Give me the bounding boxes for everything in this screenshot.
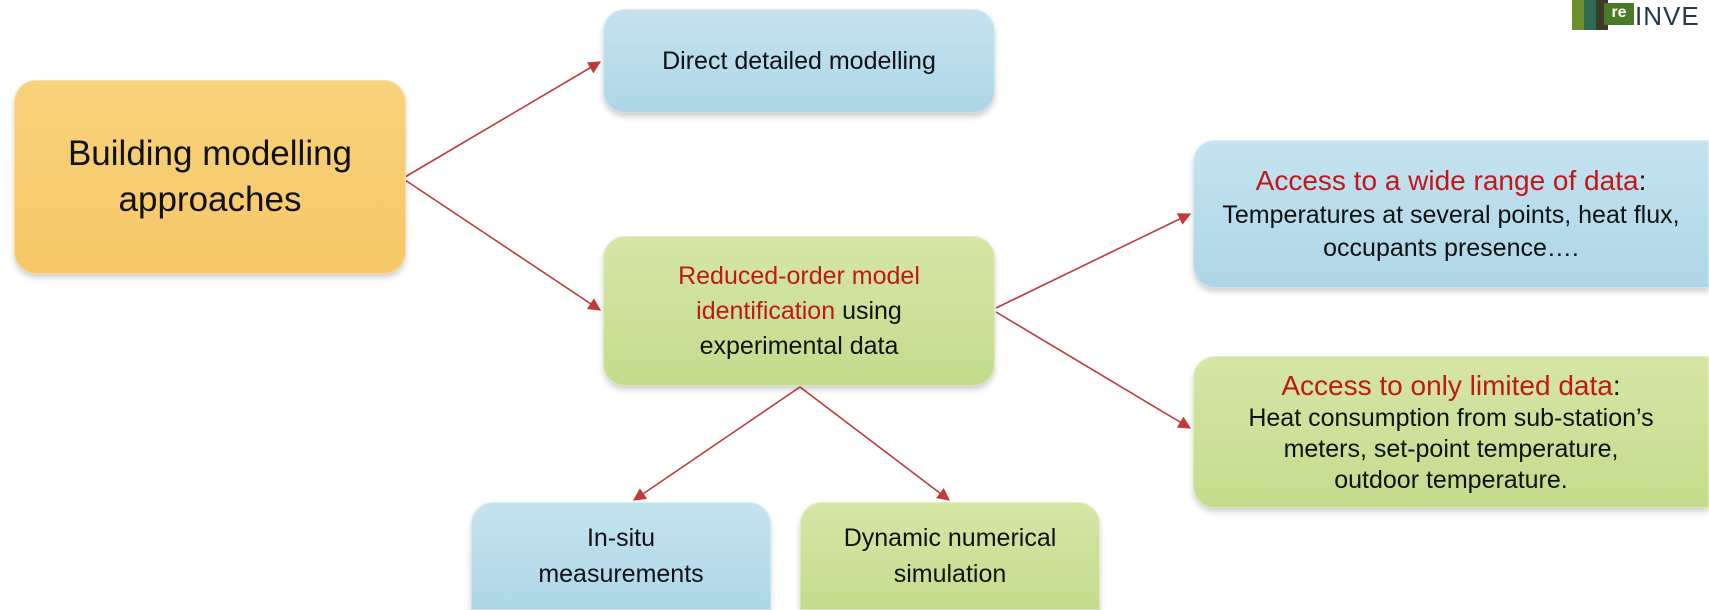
node-label: Direct detailed modelling	[662, 47, 936, 75]
arrow-reduced-to-wide	[995, 213, 1192, 309]
arrow-reduced-to-insitu	[632, 386, 801, 501]
node-highlight: Reduced-order model identification	[678, 261, 920, 325]
node-highlight: Access to a wide range of data	[1255, 165, 1639, 196]
node-direct-detailed-modelling: Direct detailed modelling	[603, 9, 995, 113]
node-label: In-situ measurements	[538, 524, 704, 588]
node-body: Heat consumption from sub-station’s mete…	[1248, 403, 1654, 494]
node-colon: :	[1612, 369, 1621, 401]
node-highlight: Access to only limited data	[1281, 369, 1613, 401]
arrow-reduced-to-dynamic	[799, 386, 951, 501]
logo-mark-icon	[1572, 0, 1608, 30]
logo-text: INVE	[1635, 1, 1700, 31]
logo-re-badge: re	[1604, 3, 1634, 25]
node-building-modelling-approaches: Building modelling approaches	[14, 80, 406, 274]
node-limited-data: Access to only limited data: Heat consum…	[1193, 356, 1709, 508]
node-dynamic-numerical-simulation: Dynamic numerical simulation	[800, 502, 1100, 610]
node-label: Dynamic numerical simulation	[843, 524, 1057, 588]
node-in-situ-measurements: In-situ measurements	[471, 502, 771, 610]
node-body: Temperatures at several points, heat flu…	[1222, 201, 1680, 262]
arrow-root-to-direct	[404, 61, 602, 178]
reinvest-logo: re INVE	[1572, 0, 1709, 30]
node-colon: :	[1638, 165, 1647, 196]
node-label: using experimental data	[699, 296, 902, 360]
arrow-root-to-reduced	[404, 179, 602, 311]
node-label: Building modelling approaches	[67, 134, 353, 219]
node-reduced-order-identification: Reduced-order model identification using…	[603, 236, 995, 386]
arrow-reduced-to-limited	[995, 311, 1192, 429]
node-wide-range-data: Access to a wide range of data: Temperat…	[1193, 140, 1709, 288]
